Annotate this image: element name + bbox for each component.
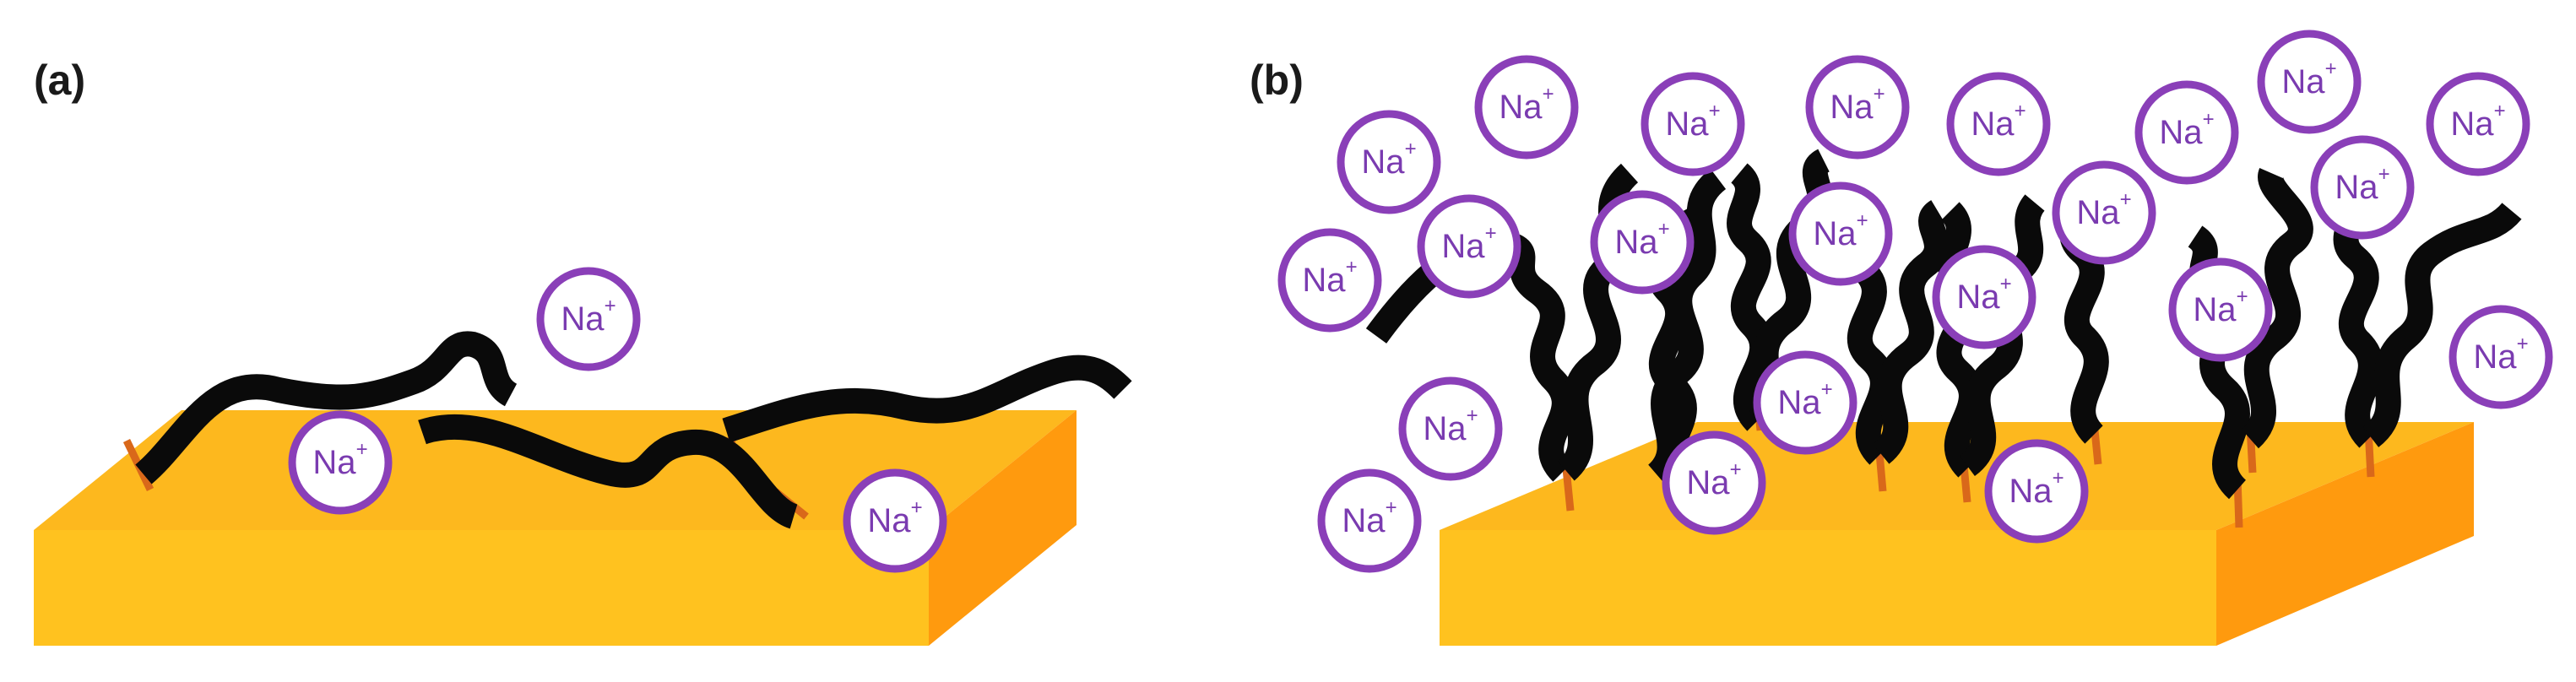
sodium-ion-label: Na+: [1830, 83, 1885, 127]
sodium-ion: Na+: [1805, 55, 1910, 160]
sodium-ion: Na+: [2310, 135, 2415, 240]
polymer-chain: [1872, 200, 1950, 464]
sodium-ion-ring: [843, 468, 947, 573]
sodium-ion-label: Na+: [2009, 467, 2064, 511]
sodium-ion: Na+: [1753, 350, 1857, 455]
sodium-ion-ring: [2052, 160, 2156, 265]
slab-a-front-face: [34, 530, 929, 646]
sodium-ion-ring: [1474, 55, 1579, 160]
sodium-ion: Na+: [1398, 376, 1503, 481]
sodium-ion: Na+: [1946, 72, 2051, 176]
polymer-chain: [2362, 202, 2522, 447]
sodium-ion: Na+: [843, 468, 947, 573]
sodium-ion-ring: [1641, 72, 1745, 176]
sodium-ion: Na+: [1641, 72, 1745, 176]
sodium-ion-ring: [1590, 190, 1695, 295]
sodium-ion-ring: [288, 410, 393, 515]
sodium-ion-label: Na+: [1777, 378, 1832, 422]
sodium-ion-ring: [1277, 228, 1382, 333]
sodium-ion-label: Na+: [1614, 218, 1669, 262]
polymer-chain: [2241, 168, 2313, 449]
sodium-ion-label: Na+: [2335, 163, 2389, 207]
sodium-ion-label: Na+: [312, 438, 367, 482]
sodium-ion: Na+: [1277, 228, 1382, 333]
slab-b-side-face: [2216, 422, 2474, 646]
sodium-ion-label: Na+: [1665, 100, 1720, 143]
sodium-ion: Na+: [1788, 181, 1893, 286]
panel-a: (a) Na+ Na+ Na+: [34, 57, 1132, 646]
sodium-ion: Na+: [1474, 55, 1579, 160]
sodium-ion-ring: [1805, 55, 1910, 160]
sodium-ion-ring: [2257, 30, 2362, 134]
sodium-ion: Na+: [2134, 80, 2239, 185]
sodium-ion-label: Na+: [1342, 496, 1396, 540]
sodium-ion-label: Na+: [1686, 458, 1741, 502]
sodium-ion-label: Na+: [867, 496, 922, 540]
sodium-ion: Na+: [288, 410, 393, 515]
sodium-ion-label: Na+: [2193, 285, 2248, 329]
sodium-ion-ring: [1753, 350, 1857, 455]
sodium-ion-label: Na+: [2281, 57, 2336, 101]
sodium-ion-ring: [1417, 194, 1521, 299]
sodium-ion-label: Na+: [1302, 256, 1357, 300]
sodium-ion-label: Na+: [1956, 273, 2011, 317]
sodium-ion: Na+: [1590, 190, 1695, 295]
sodium-ion-ring: [1984, 439, 2089, 544]
sodium-ion-label: Na+: [1813, 209, 1868, 253]
sodium-ion-ring: [2310, 135, 2415, 240]
sodium-ion-label: Na+: [1361, 138, 1416, 181]
sodium-ion-ring: [1337, 110, 1441, 214]
sodium-ion: Na+: [2449, 305, 2553, 409]
polymer-chain: [418, 414, 799, 529]
sodium-ion: Na+: [536, 267, 641, 371]
sodium-ion: Na+: [2052, 160, 2156, 265]
sodium-ion-label: Na+: [1499, 83, 1554, 127]
sodium-ion-ring: [2134, 80, 2239, 185]
sodium-ion-label: Na+: [1441, 222, 1496, 266]
sodium-ion-ring: [1946, 72, 2051, 176]
sodium-ion-label: Na+: [1423, 404, 1478, 448]
slab-a-side-face: [929, 410, 1076, 646]
polymer-chain: [1727, 163, 1776, 431]
sodium-ion-ring: [1317, 468, 1422, 573]
sodium-ion: Na+: [1317, 468, 1422, 573]
sodium-ion-ring: [1662, 430, 1766, 535]
sodium-ion-ring: [536, 267, 641, 371]
sodium-ion: Na+: [2168, 257, 2273, 362]
anchor: [1562, 468, 1575, 512]
sodium-ion-label: Na+: [561, 295, 616, 338]
sodium-ion: Na+: [1662, 430, 1766, 535]
sodium-ion-ring: [1788, 181, 1893, 286]
sodium-ion-label: Na+: [2159, 108, 2214, 152]
sodium-ion-ring: [1932, 245, 2036, 349]
sodium-ion-label: Na+: [2450, 100, 2505, 143]
panel-a-label: (a): [34, 57, 85, 104]
sodium-ion-label: Na+: [1971, 100, 2026, 143]
sodium-ion-label: Na+: [2076, 188, 2131, 232]
sodium-ion-ring: [2449, 305, 2553, 409]
sodium-ion: Na+: [2426, 72, 2530, 176]
panel-b-label: (b): [1250, 57, 1304, 104]
slab-b-front-face: [1440, 530, 2216, 646]
polymer-chain: [722, 355, 1132, 443]
panel-b: (b): [1250, 30, 2553, 646]
sodium-ion: Na+: [1932, 245, 2036, 349]
sodium-ion: Na+: [1337, 110, 1441, 214]
polymer-chain: [135, 331, 518, 484]
sodium-ion: Na+: [2257, 30, 2362, 134]
sodium-ion-ring: [2168, 257, 2273, 362]
polymer-chains-a: [135, 331, 1132, 529]
sodium-ion: Na+: [1984, 439, 2089, 544]
sodium-ion-ring: [2426, 72, 2530, 176]
sodium-ion: Na+: [1417, 194, 1521, 299]
sodium-ion-label: Na+: [2473, 333, 2528, 376]
sodium-ion-ring: [1398, 376, 1503, 481]
